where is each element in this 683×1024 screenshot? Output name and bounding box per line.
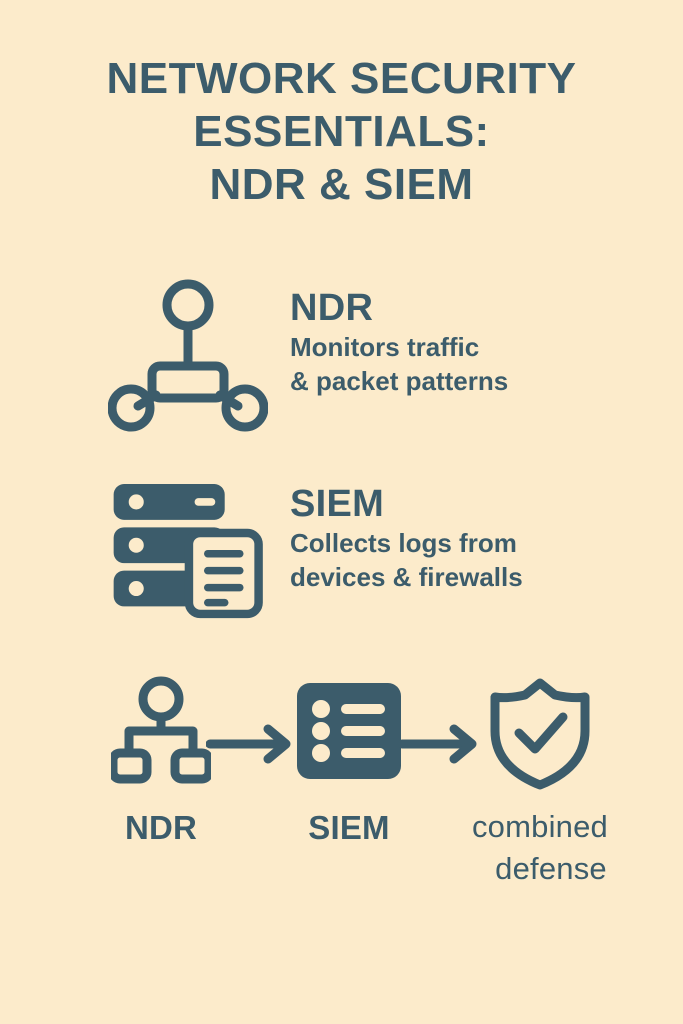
feature-row-siem: SIEM Collects logs from devices & firewa… (108, 474, 523, 624)
feature-desc-siem-line-2: devices & firewalls (290, 562, 523, 592)
hierarchy-icon (111, 676, 211, 784)
title-line-2: ESSENTIALS: (193, 107, 490, 156)
flow-labels-row: NDR SIEM combined defense (0, 808, 683, 898)
list-icon (297, 683, 401, 779)
feature-row-ndr: NDR Monitors traffic & packet patterns (108, 278, 508, 433)
feature-desc-ndr-line-1: Monitors traffic (290, 332, 480, 362)
flow-step-siem (288, 675, 410, 786)
flow-label-combined-line-1: combined (471, 809, 608, 844)
flow-step-ndr (100, 675, 222, 790)
flow-step-combined-defense (470, 675, 610, 798)
flow-icons-row (0, 675, 683, 805)
arrow-right-icon-2 (398, 724, 477, 764)
title-line-3: NDR & SIEM (209, 160, 474, 209)
feature-desc-ndr-line-2: & packet patterns (290, 366, 509, 396)
feature-title-ndr: NDR (290, 287, 374, 329)
title-line-1: NETWORK SECURITY (106, 54, 577, 103)
feature-title-siem: SIEM (290, 483, 385, 525)
flow-diagram: NDR SIEM combined defense (0, 675, 683, 905)
flow-label-siem: SIEM (308, 809, 390, 846)
feature-desc-siem-line-1: Collects logs from (290, 528, 517, 558)
network-topology-icon (108, 279, 268, 432)
arrow-right-icon-1 (206, 724, 291, 764)
flow-label-ndr: NDR (124, 809, 198, 846)
feature-text-siem: SIEM Collects logs from devices & firewa… (290, 474, 523, 594)
flow-label-combined-defense: combined defense (440, 806, 640, 890)
flow-label-combined-line-2: defense (495, 851, 607, 886)
shield-check-icon (490, 678, 590, 790)
server-stack-document-icon (113, 484, 263, 619)
feature-text-ndr: NDR Monitors traffic & packet patterns (290, 278, 508, 398)
page-title: NETWORK SECURITY ESSENTIALS: NDR & SIEM (0, 52, 683, 211)
